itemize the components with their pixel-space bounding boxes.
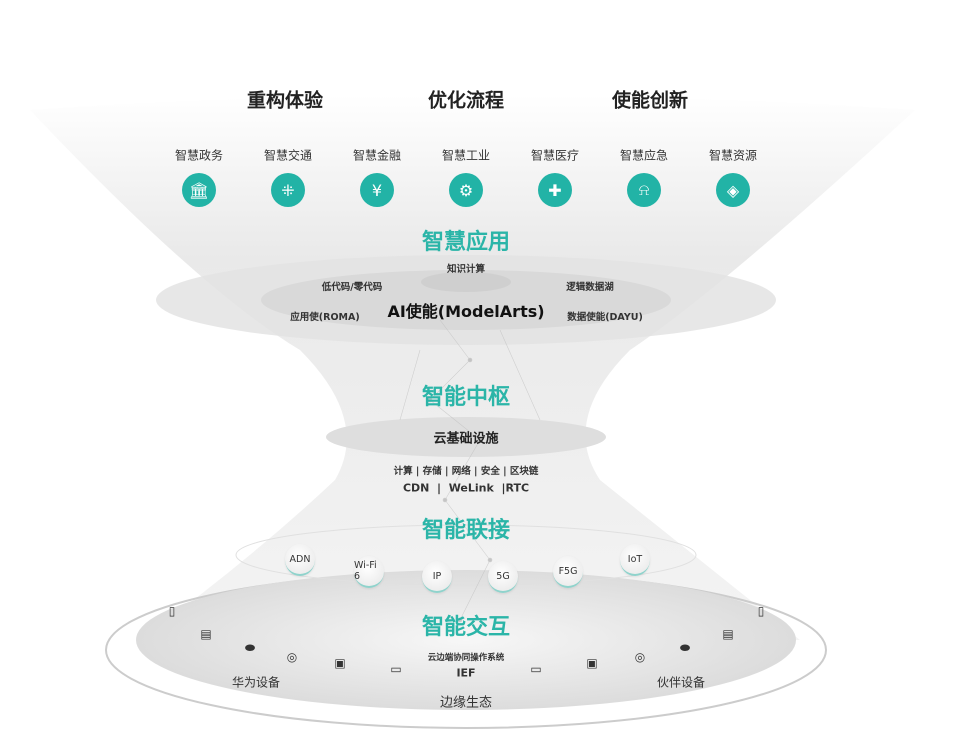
layers-icon: ◈: [716, 173, 750, 207]
smart-application-title: 智慧应用: [421, 230, 511, 255]
smart-interaction-title: 智能交互: [421, 615, 511, 640]
industry-label: 智慧工业: [441, 148, 491, 163]
industry-label: 智慧医疗: [530, 148, 580, 163]
bubble-iot: IoT: [620, 544, 650, 576]
industry-label: 智慧金融: [352, 148, 402, 163]
industry-label: 智慧交通: [263, 148, 313, 163]
smart-hub-title: 智能中枢: [421, 385, 511, 410]
monitor-icon: ▣: [586, 656, 598, 670]
phone-icon: ▯: [168, 604, 176, 618]
monitor-icon: ▣: [334, 656, 346, 670]
smart-connection-title: 智能联接: [421, 518, 511, 543]
access-point-icon: ⬬: [679, 640, 691, 655]
robot-arm-icon: ⚙: [449, 173, 483, 207]
edge-ecosystem-label: 边缘生态: [439, 695, 493, 711]
bank-icon: 🏛: [182, 173, 216, 207]
access-point-icon: ⬬: [244, 640, 256, 655]
datalake-label: 逻辑数据湖: [566, 282, 614, 293]
heading-enable-innovation: 使能创新: [611, 89, 689, 112]
money-bag-icon: ¥: [360, 173, 394, 207]
bubble-ip: IP: [422, 561, 452, 593]
infra-services-label: 计算 | 存储 | 网络 | 安全 | 区块链: [393, 466, 539, 477]
dayu-label: 数据使能(DAYU): [567, 312, 643, 323]
cloud-edge-os-label: 云边端协同操作系统: [427, 653, 505, 663]
cloud-infrastructure-label: 云基础设施: [433, 431, 499, 447]
lowcode-label: 低代码/零代码: [321, 282, 383, 293]
cdn-welink-rtc-label: CDN | WeLink |RTC: [402, 481, 530, 495]
industry-label: 智慧应急: [619, 148, 669, 163]
camera-icon: ◎: [286, 650, 298, 664]
roma-label: 应用使(ROMA): [290, 312, 360, 323]
huawei-devices-label: 华为设备: [231, 675, 281, 690]
alarm-light-icon: ⍾: [627, 173, 661, 207]
modelarts-label: AI使能(ModelArts): [387, 302, 545, 321]
ief-label: IEF: [456, 666, 476, 680]
router-icon: ▤: [200, 627, 212, 641]
industry-label: 智慧资源: [708, 148, 758, 163]
camera-icon: ◎: [634, 650, 646, 664]
switch-icon: ▭: [390, 662, 402, 676]
bubble-wifi6: Wi-Fi 6: [354, 556, 384, 588]
heading-optimize-process: 优化流程: [427, 89, 505, 112]
partner-devices-label: 伙伴设备: [656, 675, 706, 690]
bubble-5g: 5G: [488, 561, 518, 593]
medical-cross-icon: ✚: [538, 173, 572, 207]
knowledge-computing-label: 知识计算: [446, 264, 486, 275]
bubble-f5g: F5G: [553, 556, 583, 588]
switch-icon: ▭: [530, 662, 542, 676]
heading-restructure-experience: 重构体验: [246, 89, 324, 112]
industry-label: 智慧政务: [174, 148, 224, 163]
bubble-adn: ADN: [285, 544, 315, 576]
phone-icon: ▯: [757, 604, 765, 618]
router-icon: ▤: [722, 627, 734, 641]
traffic-icon: ⁜: [271, 173, 305, 207]
